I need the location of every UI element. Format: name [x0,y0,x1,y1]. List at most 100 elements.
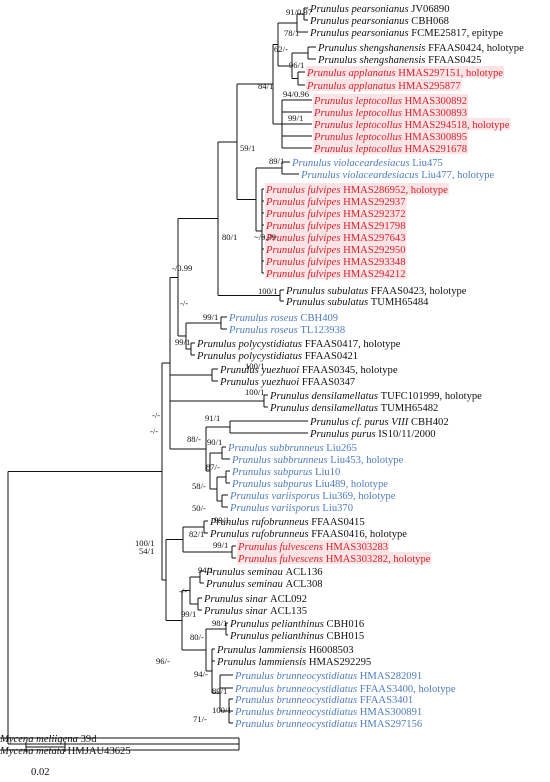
taxon-name: Prunulus lammiensis [216,657,309,668]
highlight-layer [237,66,511,564]
voucher-id: CBH409 [300,313,338,324]
taxon-name: Prunulus subpurus [231,467,315,478]
highlight-box [313,106,469,118]
taxon-name: Prunulus brunneocystidiatus [234,695,360,706]
highlight-box [265,195,407,207]
voucher-id: Liu369, holotype [322,491,395,502]
support-value: 91/1 [205,413,220,423]
voucher-id: IS10/11/2000 [378,429,435,440]
tip-label: Prunulus violaceardesiacus Liu477, holot… [300,170,495,181]
tip-label: Prunulus fulvescens HMAS303283 [237,542,388,553]
voucher-id: HMAS300891 [360,707,422,718]
voucher-id: H6008503 [309,645,354,656]
tip-label: Prunulus lammiensis HMAS292295 [216,657,371,668]
support-value: 94/0.96 [283,89,310,99]
tip-label: Prunulus sinar ACL135 [203,606,307,617]
support-value: 58/- [192,481,206,491]
tip-label: Prunulus densilamellatus TUFC101999, hol… [269,391,482,402]
highlight-box [265,219,407,231]
support-value: 99/1 [203,312,218,322]
tip-label: Prunulus leptocollus HMAS300892 [313,96,467,107]
voucher-id: HMAS294518, holotype [405,120,510,131]
support-value: -/0.99 [172,263,192,273]
voucher-id: FFAAS0424, holotype [428,43,524,54]
tip-label: Prunulus fulvipes HMAS291798 [265,221,406,232]
taxon-name: Prunulus subpurus [231,479,315,490]
highlight-box [306,66,504,78]
tip-label: Prunulus pelianthinus CBH015 [229,631,364,642]
taxon-name: Prunulus pelianthinus [229,619,327,630]
support-value: 62/- [274,44,288,54]
highlight-box [313,118,511,130]
taxon-name: Prunulus fulvipes [265,269,343,280]
support-value: 89/1 [269,156,284,166]
support-value: 99/1 [213,540,228,550]
highlight-box [237,552,432,564]
tip-label: Prunulus rufobrunneus FFAAS0415 [209,517,365,528]
voucher-id: HMAS293348 [343,257,405,268]
tip-label: Prunulus cf. purus VIII CBH402 [309,417,449,428]
voucher-id: HMAS297151, holotype [398,68,503,79]
tip-label: Prunulus leptocollus HMAS300893 [313,108,467,119]
taxon-name: Prunulus lammiensis [216,645,309,656]
tip-label: Prunulus subpurus Liu489, holotype [231,479,388,490]
taxon-name: Prunulus polycystidiatus [196,351,305,362]
taxon-name: Prunulus fulvescens [237,554,326,565]
highlight-box [265,243,407,255]
support-value: 100/1 [135,538,155,548]
tip-label: Prunulus densilamellatus TUMH65482 [269,403,438,414]
tip-label: Prunulus fulvipes HMAS292937 [265,197,406,208]
voucher-id: Liu265 [326,443,357,454]
voucher-id: HMAS303283 [326,542,388,553]
support-value: 96/- [156,656,170,666]
tip-label: Prunulus shengshanensis FFAAS0425 [317,55,481,66]
voucher-id: FFAAS0423, holotype [371,286,467,297]
voucher-id: FFAAS0415 [311,517,364,528]
tip-label: Prunulus brunneocystidiatus HMAS282091 [234,671,422,682]
taxon-name: Prunulus variisporus [229,503,322,514]
voucher-id: HMAS292950 [343,245,405,256]
voucher-id: Liu489, holotype [315,479,388,490]
support-value: 98/1 [212,618,227,628]
voucher-id: FFAAS0421 [305,351,358,362]
voucher-id: TUMH65482 [381,403,439,414]
taxon-name: Prunulus brunneocystidiatus [234,684,360,695]
voucher-id: 39d [81,734,98,745]
support-value: 78/1 [284,28,299,38]
highlight-box [237,540,390,552]
voucher-id: HMAS286952, holotype [343,185,448,196]
support-value: -/- [179,586,187,596]
support-value: 54/1 [139,546,154,556]
taxon-name: Prunulus fulvescens [237,542,326,553]
tip-label: Prunulus polycystidiatus FFAAS0417, holo… [196,339,401,350]
taxon-name: Prunulus variisporus [229,491,322,502]
voucher-id: HMAS282091 [360,671,422,682]
taxon-name: Prunulus shengshanensis [317,55,428,66]
tip-label: Prunulus shengshanensis FFAAS0424, holot… [317,43,524,54]
highlight-box [265,207,407,219]
voucher-id: ACL092 [270,594,307,605]
taxon-name: Prunulus polycystidiatus [196,339,305,350]
voucher-id: TUFC101999, holotype [381,391,483,402]
voucher-id: HMAS303282, holotype [326,554,431,565]
tip-label: Prunulus brunneocystidiatus HMAS300891 [234,707,422,718]
voucher-id: HMAS291678 [405,144,467,155]
voucher-id: HMAS292295 [309,657,371,668]
taxon-name: Prunulus pearsonianus [309,28,411,39]
voucher-id: FFAAS0417, holotype [305,339,401,350]
taxon-name: Prunulus brunneocystidiatus [234,671,360,682]
tip-label: Prunulus lammiensis H6008503 [216,645,354,656]
taxon-name: Prunulus seminau [205,567,285,578]
taxon-name: Prunulus applanatus [306,68,398,79]
voucher-id: Liu453, holotype [330,455,403,466]
taxon-name: Prunulus pearsonianus [309,16,411,27]
voucher-id: HMAS292372 [343,209,405,220]
voucher-id: HMAS297156 [360,719,422,730]
voucher-id: Liu370 [322,503,353,514]
taxon-name: Mycena meliigena [0,734,81,745]
taxon-name: Prunulus fulvipes [265,257,343,268]
tip-label: Prunulus fulvipes HMAS292372 [265,209,406,220]
taxon-name: Prunulus sinar [203,594,270,605]
